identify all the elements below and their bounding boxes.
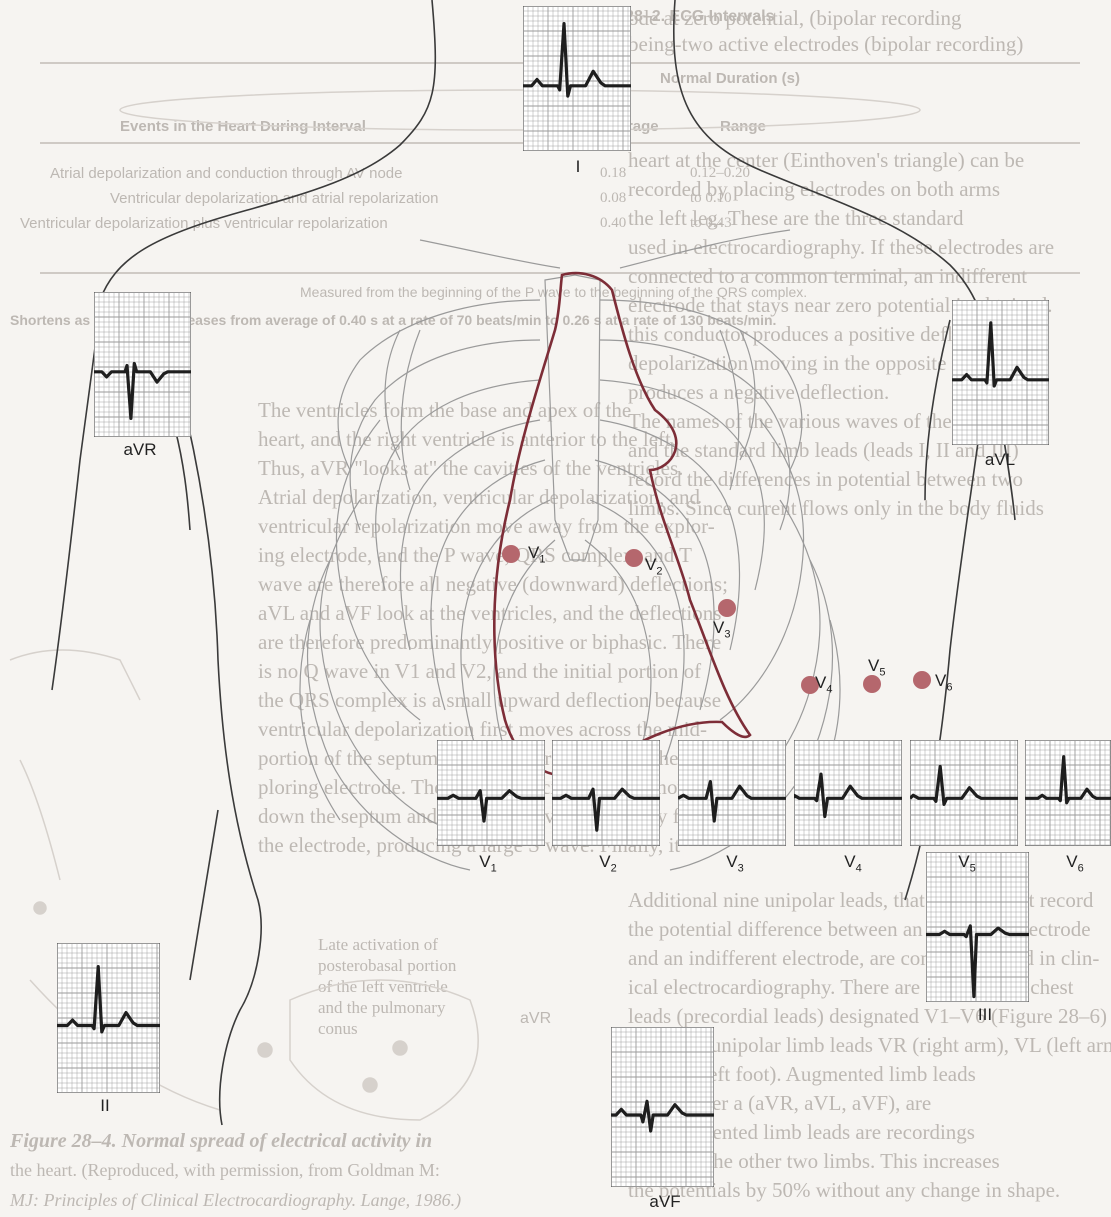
electrode-label-v3: V3: [713, 618, 730, 640]
ecg-grid: [437, 740, 545, 846]
rib: [720, 420, 804, 720]
electrode-label-v6: V6: [935, 671, 952, 693]
left-torso-edge: [180, 390, 261, 1125]
ecg-grid: [678, 740, 786, 846]
right-clavicle: [620, 230, 790, 268]
right-neck-shoulder: [674, 0, 990, 350]
lead-label-v4: V4: [838, 852, 868, 874]
lead-label-avr: aVR: [110, 440, 170, 460]
lead-label-ii: II: [90, 1096, 120, 1116]
ecg-grid: [57, 943, 160, 1093]
rib: [350, 340, 540, 530]
lead-label-i: I: [568, 157, 588, 177]
ecg-grid: [94, 292, 191, 437]
heart-outline: [494, 273, 750, 776]
electrode-v6: [913, 671, 931, 689]
ecg-grid: [523, 6, 631, 151]
ecg-panel-lead-avf: [611, 1027, 714, 1187]
ecg-panel-lead-v6: [1025, 740, 1111, 846]
ecg-panel-lead-v5: [910, 740, 1018, 846]
rib: [600, 340, 790, 530]
electrode-label-v4: V4: [815, 673, 832, 695]
rib: [720, 330, 739, 490]
ecg-grid: [1025, 740, 1111, 846]
ecg-grid: [952, 300, 1049, 445]
ecg-grid: [611, 1027, 714, 1187]
lead-label-avl: aVL: [970, 450, 1030, 470]
left-clavicle: [420, 240, 560, 268]
right-arm-inner: [925, 320, 950, 500]
ecg-panel-lead-ii: [57, 943, 160, 1093]
ecg-panel-lead-avl: [952, 300, 1049, 445]
rib: [338, 300, 540, 470]
ecg-panel-lead-v1: [437, 740, 545, 846]
ecg-grid: [926, 852, 1029, 1002]
ecg-panel-lead-avr: [94, 292, 191, 437]
rib: [740, 330, 755, 460]
left-hip-line: [190, 810, 218, 980]
rib: [401, 330, 420, 490]
rib: [595, 460, 714, 710]
lead-label-v5: V5: [952, 852, 982, 874]
electrode-label-v5: V5: [868, 656, 885, 678]
rib: [320, 500, 450, 830]
electrode-v2: [625, 549, 643, 567]
ecg-panel-lead-iii: [926, 852, 1029, 1002]
lead-label-avf: aVF: [635, 1192, 695, 1212]
sternum: [545, 275, 600, 560]
electrode-v1: [502, 545, 520, 563]
ecg-panel-lead-v4: [794, 740, 902, 846]
ecg-grid: [552, 740, 660, 846]
rib: [431, 460, 545, 710]
ecg-grid: [794, 740, 902, 846]
electrode-label-v1: V1: [528, 543, 545, 565]
lead-label-v6: V6: [1060, 852, 1090, 874]
ecg-grid: [910, 740, 1018, 846]
rib: [600, 300, 802, 470]
electrode-label-v2: V2: [645, 555, 662, 577]
lead-label-v1: V1: [473, 852, 503, 874]
rib: [600, 380, 764, 590]
ecg-panel-lead-v2: [552, 740, 660, 846]
lead-label-iii: III: [970, 1005, 1000, 1025]
rib: [385, 330, 400, 460]
rib: [300, 620, 340, 820]
lead-label-v3: V3: [720, 852, 750, 874]
rib: [336, 420, 420, 720]
electrode-v3: [718, 599, 736, 617]
ecg-panel-lead-i: [523, 6, 631, 151]
left-neck-shoulder: [100, 0, 435, 300]
ecg-panel-lead-v3: [678, 740, 786, 846]
lead-label-v2: V2: [593, 852, 623, 874]
